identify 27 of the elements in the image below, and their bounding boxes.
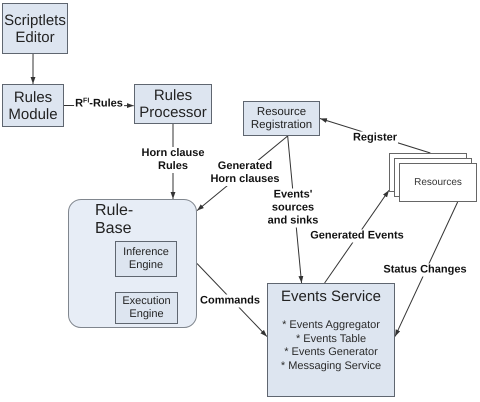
component-name: Inference Engine bbox=[122, 246, 170, 272]
feature-list-item: * Events Generator bbox=[284, 346, 378, 360]
edge-label: Generated Events bbox=[309, 230, 405, 242]
process-box bbox=[115, 241, 177, 277]
feature-list-item: * Events Aggregator bbox=[282, 319, 380, 333]
component-name: Rules Processor bbox=[138, 87, 208, 121]
container-box bbox=[68, 199, 197, 328]
stacked-boxes bbox=[389, 153, 477, 202]
edge-label: Status Changes bbox=[382, 264, 468, 276]
process-box bbox=[267, 283, 395, 397]
arrow bbox=[394, 202, 458, 338]
arrow bbox=[324, 190, 390, 284]
process-box bbox=[115, 292, 178, 324]
component-name: Rule- Base bbox=[95, 202, 134, 238]
feature-list-item: * Events Table bbox=[296, 332, 366, 346]
edge-label: Register bbox=[352, 132, 398, 144]
arrow bbox=[30, 54, 36, 84]
component-name: Execution Engine bbox=[121, 294, 172, 322]
edge-label: Commands bbox=[199, 294, 261, 308]
process-box bbox=[243, 101, 320, 136]
component-name: Resources bbox=[413, 176, 463, 190]
component-name: Rules Module bbox=[7, 88, 59, 122]
component-name: Resource Registration bbox=[250, 106, 314, 132]
feature-list-item: * Messaging Service bbox=[280, 360, 382, 374]
process-box bbox=[2, 3, 68, 54]
component-name: Events Service bbox=[280, 288, 382, 305]
component-name: Scriptlets Editor bbox=[3, 12, 67, 46]
